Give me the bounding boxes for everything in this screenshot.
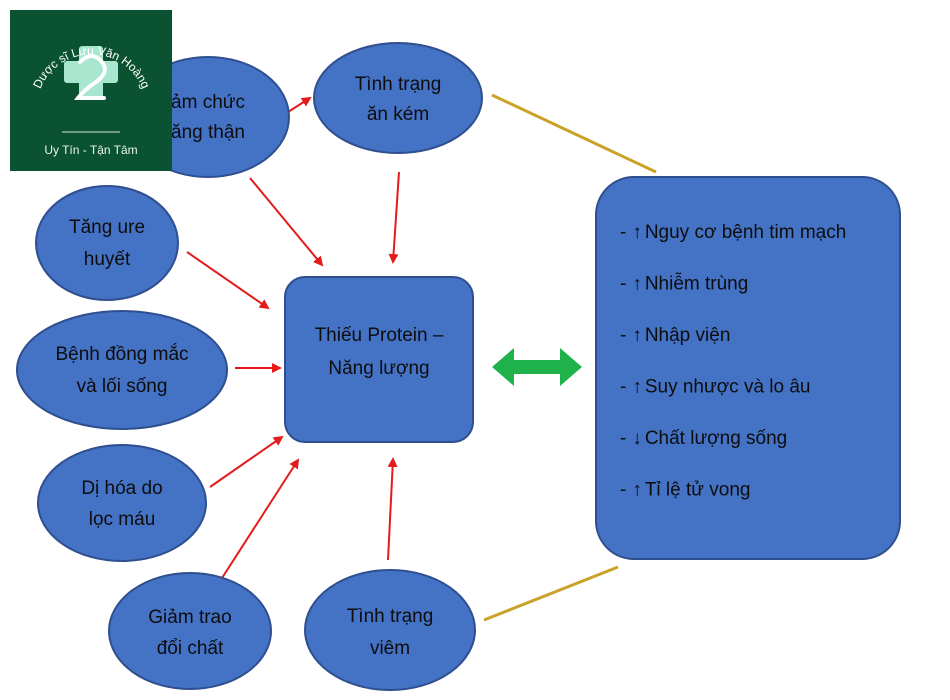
outcome-list: -↑Nguy cơ bệnh tim mạch-↑Nhiễm trùng-↑Nh… <box>620 222 846 501</box>
node-inflammation: Tình trạng viêm <box>304 569 476 691</box>
arrow-up-icon: ↑ <box>632 222 642 243</box>
node-kidney-line2: ăng thận <box>171 122 245 143</box>
outcome-prefix: - <box>620 325 626 346</box>
node-uremia: Tăng ure huyết <box>35 185 179 301</box>
node-center-line1: Thiếu Protein – <box>315 325 444 346</box>
node-comorbidity: Bệnh đồng mắc và lối sống <box>16 310 228 430</box>
outcome-item: -↑Nguy cơ bệnh tim mạch <box>620 222 846 243</box>
outcome-item: -↑Tỉ lệ tử vong <box>620 480 750 501</box>
arrow-inflammation-to-center <box>387 457 398 561</box>
outcome-item: -↑Nhiễm trùng <box>620 273 748 295</box>
arrow-kidney-to-center <box>249 177 324 267</box>
arrow-kidney-to-appetite <box>287 96 312 113</box>
arrow-metabolism-to-center <box>221 458 300 579</box>
outcome-item: -↑Suy nhược và lo âu <box>620 377 810 398</box>
arrow-down-icon: ↓ <box>632 428 642 449</box>
outcome-text: Nhập viện <box>645 325 731 346</box>
connector-bottom <box>483 565 619 622</box>
outcome-item: -↑Nhập viện <box>620 325 730 346</box>
outcome-text: Suy nhược và lo âu <box>645 377 811 398</box>
logo: Dược sĩ Lưu Văn Hoàng Uy Tín - Tận Tâm <box>10 10 172 171</box>
outcome-prefix: - <box>620 428 626 449</box>
node-poor-appetite-line1: Tình trạng <box>355 74 442 95</box>
outcome-text: Nguy cơ bệnh tim mạch <box>645 222 847 243</box>
logo-tagline: Uy Tín - Tận Tâm <box>44 143 138 157</box>
arrow-up-icon: ↑ <box>632 377 642 398</box>
outcome-text: Chất lượng sống <box>645 428 787 449</box>
outcome-prefix: - <box>620 222 626 243</box>
logo-graphic: Dược sĩ Lưu Văn Hoàng <box>30 43 153 133</box>
outcomes-box: -↑Nguy cơ bệnh tim mạch-↑Nhiễm trùng-↑Nh… <box>595 176 901 560</box>
arrow-catabolism-to-center <box>209 435 284 488</box>
node-catabolism-line2: lọc máu <box>89 509 156 530</box>
outcome-prefix: - <box>620 377 626 398</box>
node-metabolism: Giảm trao đổi chất <box>108 572 272 690</box>
node-metabolism-line2: đổi chất <box>157 638 224 659</box>
node-poor-appetite: Tình trạng ăn kém <box>313 42 483 154</box>
arrow-appetite-to-center <box>388 171 400 264</box>
node-metabolism-line1: Giảm trao <box>148 607 231 628</box>
arrow-up-icon: ↑ <box>632 325 642 346</box>
node-uremia-line1: Tăng ure <box>69 217 145 238</box>
node-center-line2: Năng lượng <box>328 358 429 379</box>
outcome-text: Tỉ lệ tử vong <box>645 480 751 501</box>
arrow-up-icon: ↑ <box>632 480 642 501</box>
outcome-prefix: - <box>620 274 626 295</box>
node-uremia-line2: huyết <box>84 249 131 270</box>
node-comorbidity-line2: và lối sống <box>77 376 168 397</box>
arrow-up-icon: ↑ <box>632 274 642 295</box>
node-catabolism-line1: Dị hóa do <box>81 478 162 499</box>
arrow-uremia-to-center <box>186 251 270 310</box>
connector-top <box>491 93 657 174</box>
node-catabolism: Dị hóa do lọc máu <box>37 444 207 562</box>
node-inflammation-line2: viêm <box>370 638 410 659</box>
node-inflammation-line1: Tình trạng <box>347 606 434 627</box>
node-center: Thiếu Protein – Năng lượng <box>284 276 474 443</box>
double-arrow-icon <box>492 348 582 386</box>
medical-cross-logo-icon <box>64 46 118 100</box>
outcome-prefix: - <box>620 480 626 501</box>
outcome-text: Nhiễm trùng <box>645 273 749 295</box>
node-comorbidity-line1: Bệnh đồng mắc <box>55 343 188 365</box>
node-kidney-line1: ảm chức <box>171 92 245 113</box>
outcome-item: -↓Chất lượng sống <box>620 428 787 449</box>
node-poor-appetite-line2: ăn kém <box>367 104 429 125</box>
